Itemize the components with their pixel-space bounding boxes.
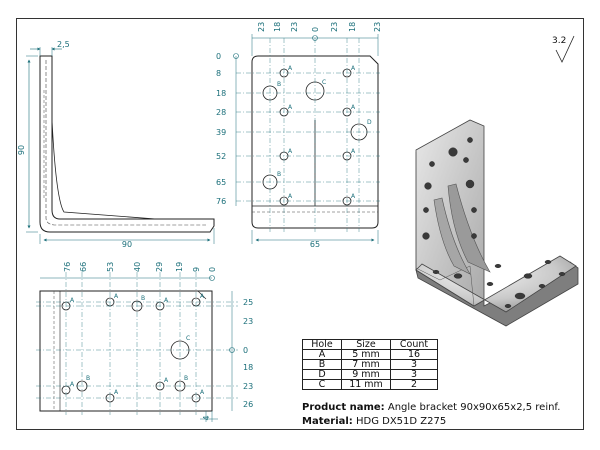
hole-label-b: B	[86, 375, 90, 382]
drawing-frame	[16, 18, 584, 430]
bottom-right-dim: 23	[243, 317, 253, 326]
surface-finish-label: 3.2	[552, 36, 567, 46]
hole-table: Hole Size Count A 5 mm 16 B 7 mm 3 D 9 m…	[302, 339, 438, 390]
material-line: Material: HDG DX51D Z275	[302, 416, 446, 427]
hole-label-a: A	[200, 293, 205, 300]
hole-label-a: A	[351, 65, 356, 72]
front-left-dim: 39	[216, 128, 226, 137]
bottom-top-dim: 66	[79, 262, 88, 272]
material-value: HDG DX51D Z275	[355, 416, 447, 427]
front-top-dim: 23	[257, 22, 266, 32]
front-left-dim: 76	[216, 197, 226, 206]
bottom-top-dim: 0	[208, 267, 217, 272]
hole-label-d: D	[367, 119, 372, 126]
front-left-dim: 52	[216, 152, 226, 161]
material-label: Material:	[302, 416, 353, 427]
hole-label-b: B	[141, 295, 145, 302]
hole-table-header-cell: Size	[341, 339, 391, 350]
front-left-dim: 8	[216, 69, 221, 78]
bottom-top-dim: 40	[133, 262, 142, 272]
hole-table-header-cell: Count	[390, 339, 438, 350]
hole-table-cell: 11 mm	[341, 379, 391, 390]
bottom-view: A A B A A C B A A A B A	[36, 262, 253, 422]
hole-table-row: A 5 mm 16	[302, 349, 438, 360]
front-top-dim: 23	[330, 22, 339, 32]
front-top-dim: 23	[373, 22, 382, 32]
front-width-dim: 65	[310, 240, 320, 249]
front-left-dim: 28	[216, 108, 226, 117]
hole-label-a: A	[288, 104, 293, 111]
hole-table-cell: 9 mm	[341, 369, 391, 380]
hole-table-cell: 2	[390, 379, 438, 390]
surface-finish-symbol	[555, 35, 575, 63]
bottom-top-dim: 19	[175, 262, 184, 272]
hole-table-cell: 7 mm	[341, 359, 391, 370]
front-top-dim: 0	[311, 27, 320, 32]
hole-label-a: A	[288, 65, 293, 72]
side-view: 2,5 90 90	[17, 40, 215, 249]
hole-table-row: B 7 mm 3	[302, 359, 438, 370]
front-top-dim: 23	[290, 22, 299, 32]
hole-label-b: B	[277, 81, 281, 88]
hole-label-a: A	[70, 297, 75, 304]
side-width-dim: 90	[122, 240, 132, 249]
bracket-3d-view	[415, 119, 579, 327]
side-thickness-dim: 2,5	[57, 40, 70, 49]
hole-table-cell: D	[302, 369, 342, 380]
hole-label-a: A	[70, 381, 75, 388]
front-top-dim: 18	[348, 22, 357, 32]
hole-table-cell: 3	[390, 369, 438, 380]
bottom-right-dim: 25	[243, 298, 253, 307]
bottom-right-dim: 0	[243, 346, 248, 355]
bottom-top-dim: 76	[63, 262, 72, 272]
hole-label-a: A	[200, 389, 205, 396]
hole-label-a: A	[351, 104, 356, 111]
hole-label-b: B	[277, 171, 281, 178]
hole-table-cell: 3	[390, 359, 438, 370]
product-name-label: Product name:	[302, 402, 385, 413]
hole-label-a: A	[164, 377, 169, 384]
bottom-right-dim: 23	[243, 382, 253, 391]
hole-table-cell: 16	[390, 349, 438, 360]
hole-label-a: A	[164, 297, 169, 304]
hole-table-header: Hole Size Count	[302, 339, 438, 350]
hole-table-cell: 5 mm	[341, 349, 391, 360]
front-view: A A B C A A D A A B A A	[216, 22, 382, 249]
hole-table-cell: B	[302, 359, 342, 370]
bottom-top-dim: 29	[155, 262, 164, 272]
hole-table-row: C 11 mm 2	[302, 379, 438, 390]
front-left-dim: 65	[216, 178, 226, 187]
hole-table-header-cell: Hole	[302, 339, 342, 350]
hole-label-c: C	[186, 335, 190, 342]
hole-label-a: A	[351, 193, 356, 200]
hole-label-a: A	[288, 193, 293, 200]
bottom-small-dim: 4	[202, 415, 211, 420]
hole-label-a: A	[351, 148, 356, 155]
hole-table-cell: C	[302, 379, 342, 390]
front-top-dim: 18	[273, 22, 282, 32]
hole-label-b: B	[184, 375, 188, 382]
hole-label-a: A	[288, 148, 293, 155]
bottom-top-dim: 53	[106, 262, 115, 272]
bottom-right-dim: 18	[243, 363, 253, 372]
bottom-right-dim: 26	[243, 400, 253, 409]
hole-label-c: C	[322, 79, 326, 86]
hole-table-cell: A	[302, 349, 342, 360]
bottom-top-dim: 9	[192, 267, 201, 272]
front-left-dim: 0	[216, 52, 221, 61]
hole-label-a: A	[114, 293, 119, 300]
product-name-value: Angle bracket 90x90x65x2,5 reinf.	[387, 402, 561, 413]
hole-table-row: D 9 mm 3	[302, 369, 438, 380]
hole-label-a: A	[114, 389, 119, 396]
side-height-dim: 90	[17, 145, 26, 155]
front-left-dim: 18	[216, 89, 226, 98]
product-name-line: Product name: Angle bracket 90x90x65x2,5…	[302, 402, 560, 413]
